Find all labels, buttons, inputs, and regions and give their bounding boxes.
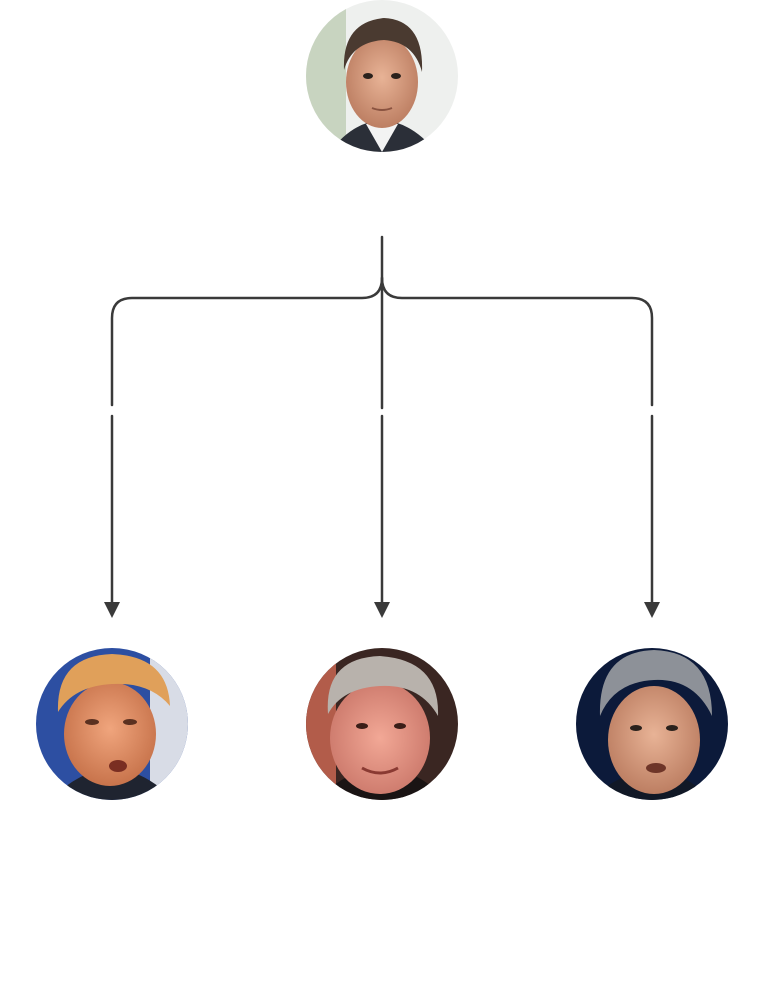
connector-branch-left bbox=[110, 276, 384, 407]
node-left-portrait bbox=[36, 648, 188, 800]
arrowheads bbox=[104, 602, 660, 618]
node-right-portrait bbox=[576, 648, 728, 800]
node-center-portrait bbox=[306, 648, 458, 800]
node-top-portrait bbox=[306, 0, 458, 152]
connector-lines bbox=[110, 235, 654, 608]
arrowhead-right bbox=[644, 602, 660, 618]
connector-branch-right bbox=[380, 276, 654, 407]
arrowhead-left bbox=[104, 602, 120, 618]
arrowhead-center bbox=[374, 602, 390, 618]
